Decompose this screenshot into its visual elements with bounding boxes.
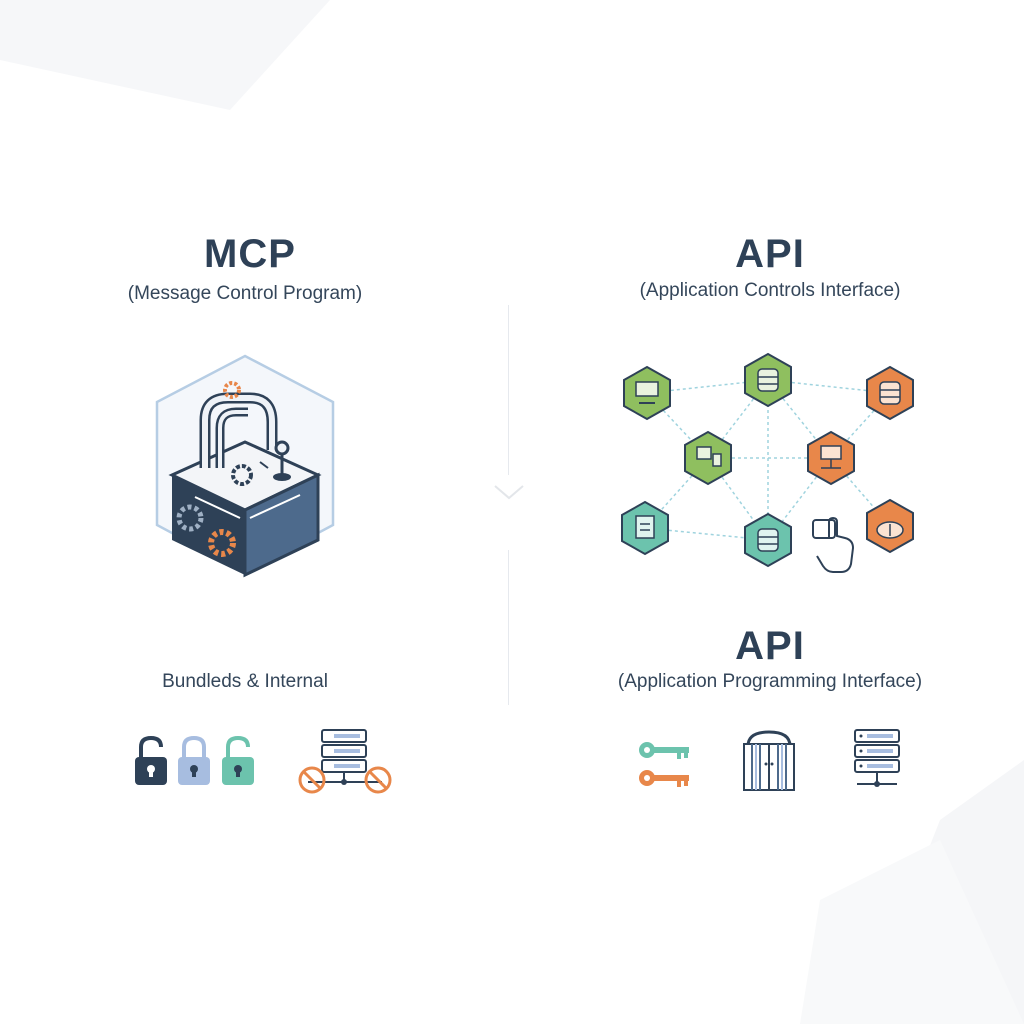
api-subtitle-top: (Application Controls Interface): [639, 280, 901, 301]
monitor-hex-icon: [623, 365, 671, 421]
mcp-subtitle: (Message Control Program): [127, 283, 363, 304]
network-hex-icon: [807, 430, 855, 486]
center-divider: [508, 305, 509, 475]
api-subtitle-bottom: (Application Programming Interface): [617, 671, 923, 692]
clipboard-hex-icon: [621, 500, 669, 556]
padlock-open-teal-icon: [222, 735, 254, 785]
api-title-top: API: [735, 232, 805, 276]
padlock-open-icon: [135, 735, 167, 785]
database-hex-icon-teal: [744, 512, 792, 568]
computer-hex-icon: [684, 430, 732, 486]
server-blocked-icon: [298, 729, 392, 794]
touch-hand-icon: [812, 516, 855, 573]
database-hex-icon-orange: [866, 365, 914, 421]
database-hex-icon: [744, 352, 792, 408]
mcp-caption: Bundleds & Internal: [162, 671, 328, 692]
gate-icon: [743, 730, 795, 791]
machine-box-icon: [155, 354, 335, 578]
api-title-bottom: API: [735, 624, 805, 668]
cloud-upload-hex-icon: [866, 498, 914, 554]
keys-icon: [639, 742, 689, 787]
mcp-title: MCP: [204, 232, 296, 276]
api-network-diagram: [621, 352, 914, 573]
padlock-closed-icon: [178, 735, 210, 785]
chevron-down-icon: [494, 485, 524, 500]
server-icon: [854, 729, 900, 787]
center-divider-lower: [508, 550, 509, 705]
